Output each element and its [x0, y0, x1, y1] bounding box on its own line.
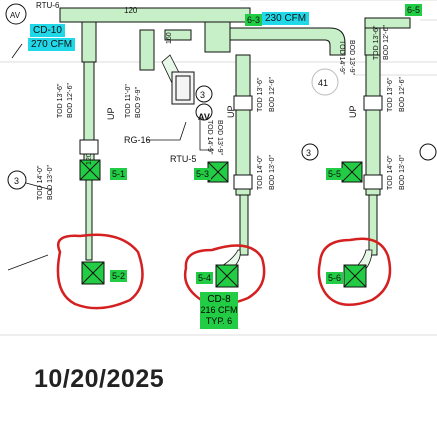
drawing-text: AV RTU-6 120 160 AV 3 3 3 41 RG-16 RTU-5…: [10, 1, 406, 200]
elev-d2: TOD 14'-9": [206, 120, 213, 155]
cd8-typ: TYP. 6: [205, 316, 233, 326]
cfm-270-tag: 270 CFM: [28, 38, 76, 51]
elev-a2: BOD 12'-6": [67, 83, 74, 118]
return-grille-box: [171, 71, 195, 105]
diffuser-5-2: [81, 261, 105, 285]
tag-5-1: 5-1: [110, 168, 128, 180]
elev-a1: TOD 13'-6": [57, 83, 64, 118]
duct-layout-drawing: AV RTU-6 120 160 AV 3 3 3 41 RG-16 RTU-5…: [0, 0, 437, 336]
tag-5-2: 5-2: [110, 270, 128, 282]
circle-tags: [5, 3, 437, 190]
av-left-tag: AV: [10, 11, 21, 20]
elev-h1: TOD 14'-0": [387, 155, 394, 190]
elev-g1: TOD 13'-6": [387, 77, 394, 112]
cfm-230-tag: 230 CFM: [262, 12, 310, 25]
av-mid-tag: AV: [198, 112, 210, 122]
tag-5-5: 5-5: [326, 168, 344, 180]
elev-c2: BOD 12'-6": [269, 77, 276, 112]
elev-e1: TOD 14'-0": [257, 155, 264, 190]
elev-j1: TOD 14'-0": [37, 165, 44, 200]
tag-6-3: 6-3: [245, 14, 263, 26]
tag-6-5: 6-5: [405, 4, 423, 16]
elev-h2: BOD 13'-0": [399, 155, 406, 190]
up-label-3: UP: [348, 105, 358, 118]
elev-e2: BOD 13'-0": [269, 155, 276, 190]
size-160-label: 160: [166, 32, 173, 44]
elev-i2: BOD 12'-6": [383, 25, 390, 60]
cd8-callout: CD-8 216 CFM TYP. 6: [200, 292, 238, 329]
cd8-type: CD-8: [207, 294, 231, 305]
diffuser-5-6: [343, 264, 367, 288]
elev-g2: BOD 12'-6": [399, 77, 406, 112]
marker-3-left: 3: [14, 176, 19, 186]
rg16-label: RG-16: [124, 135, 151, 145]
diffuser-5-5: [341, 161, 363, 183]
marker-3-center: 3: [200, 90, 205, 100]
up-label-2: UP: [226, 105, 236, 118]
cd8-cfm: 216 CFM: [200, 305, 238, 315]
elev-b2: BOD 9'-9": [135, 86, 142, 118]
elev-j2: BOD 13'-0": [47, 165, 54, 200]
duct-size-120: 120: [86, 153, 93, 165]
size-120-label: 120: [124, 6, 138, 15]
markup-date: 10/20/2025: [34, 365, 165, 393]
rtu5-label: RTU-5: [170, 154, 196, 164]
diffuser-5-1: [79, 159, 101, 181]
supply-trunk: [59, 7, 411, 56]
leader-lines: [7, 43, 214, 271]
elev-b1: TOD 11'-0": [125, 84, 132, 118]
cd10-tag: CD-10: [30, 24, 65, 37]
branch-ducts: [81, 21, 381, 261]
elev-f2: TOD 14'-9": [338, 40, 345, 75]
dampers: [79, 95, 383, 190]
elev-f1: BOD 13'-9": [348, 40, 355, 75]
tag-5-6: 5-6: [326, 272, 344, 284]
tag-5-4: 5-4: [196, 272, 214, 284]
hvac-plan-sheet: AV RTU-6 120 160 AV 3 3 3 41 RG-16 RTU-5…: [0, 0, 437, 336]
elev-i1: TOD 13'-6": [373, 25, 380, 60]
up-label-1: UP: [106, 107, 116, 120]
rtu6-label: RTU-6: [36, 1, 60, 10]
marker-3-mid: 3: [306, 148, 311, 158]
tag-5-3: 5-3: [194, 168, 212, 180]
elev-d1: BOD 13'-9": [216, 120, 223, 155]
diffuser-5-4: [215, 264, 239, 288]
elev-c1: TOD 13'-6": [257, 77, 264, 112]
red-markup-circles: [56, 233, 392, 310]
diffuser-symbols: [79, 159, 367, 288]
room-41-label: 41: [318, 78, 328, 88]
